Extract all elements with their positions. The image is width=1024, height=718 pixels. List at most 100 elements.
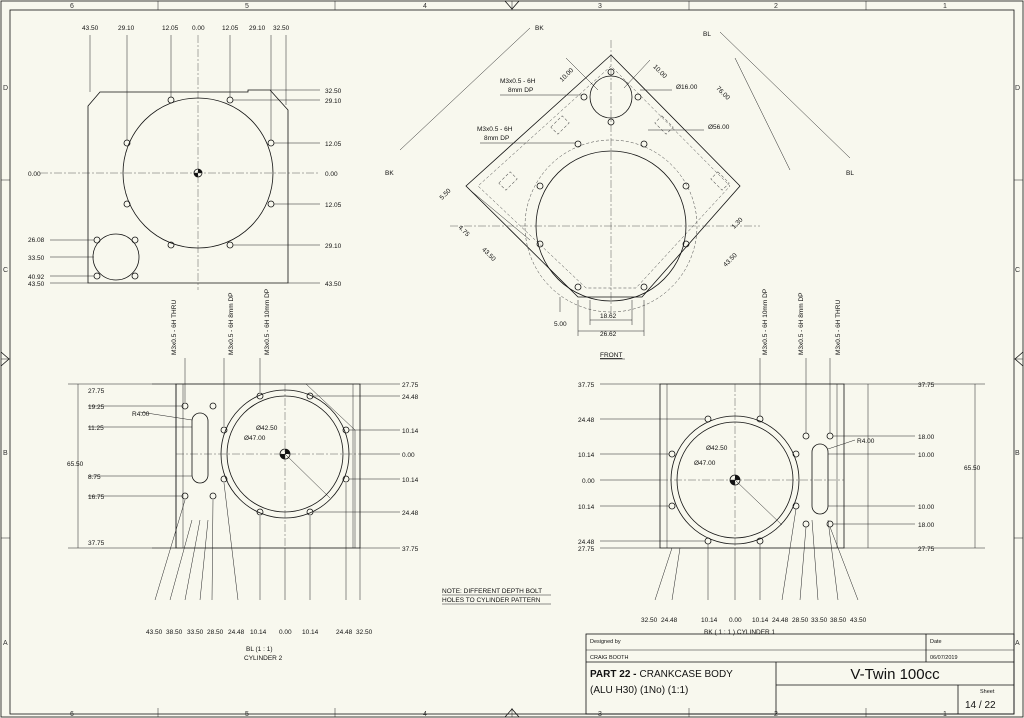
front-dia56: Ø56.00 [708, 124, 730, 131]
cyl1-left-dim-5: 10.14 [578, 504, 595, 511]
cyl1-left-dim-1: 37.75 [578, 382, 595, 389]
front-dim-18-62: 18.62 [600, 313, 617, 320]
cyl1-right-dim-4: 10.00 [918, 504, 935, 511]
tl-left-dim-5: 43.50 [28, 281, 45, 288]
inner-border [9, 9, 1015, 715]
tl-left-dim-1: 0.00 [28, 171, 41, 178]
zone-row-b-right: B [1015, 450, 1020, 457]
designer-name: CRAIG BOOTH [590, 655, 629, 661]
sheet-label: Sheet [980, 689, 995, 695]
front-dim-5: 5.00 [554, 321, 567, 328]
tl-right-dim-5: 12.05 [325, 202, 342, 209]
zone-col-1: 1 [943, 3, 947, 10]
front-bk-top: BK [535, 25, 544, 32]
cyl2-label-1: BL (1 : 1) [246, 646, 273, 653]
tl-left-dim-2: 26.08 [28, 237, 45, 244]
cyl2-bottom-dim-5: 24.48 [228, 629, 245, 636]
cyl2-left-dim-3: 11.25 [88, 425, 104, 432]
cyl1-right-dim-7: 65.50 [964, 465, 981, 472]
zone-row-a-right: A [1015, 640, 1020, 647]
cyl1-label: BK ( 1 : 1 ) CYLINDER 1 [704, 629, 776, 636]
tl-top-dim-4: 0.00 [192, 25, 205, 32]
front-dim-43-50b: 43.50 [722, 252, 739, 269]
cyl2-bottom-dim-10: 32.50 [356, 629, 373, 636]
cyl1-left-dim-4: 0.00 [582, 478, 595, 485]
cyl2-bottom-dim-8: 10.14 [302, 629, 319, 636]
cyl1-bottom-dim-7: 28.50 [792, 617, 809, 624]
cyl1-right-dim-2: 18.00 [918, 434, 935, 441]
cyl2-right-dim-4: 0.00 [402, 452, 415, 459]
zone-col-3-bottom: 3 [598, 711, 602, 718]
title-block: Designed by CRAIG BOOTH Date 06/07/2019 … [585, 633, 1015, 715]
zone-col-2: 2 [774, 3, 778, 10]
zone-row-d: D [3, 85, 8, 92]
sheet-number: 14 / 22 [965, 700, 996, 711]
tl-right-dim-6: 29.10 [325, 243, 342, 250]
front-dim-10a: 10.00 [559, 67, 576, 84]
cyl2-note-thru: M3x0.5 - 6H THRU [171, 300, 178, 355]
cyl1-bottom-dim-6: 24.48 [772, 617, 789, 624]
cyl1-bottom-dim-2: 24.48 [661, 617, 678, 624]
date-value: 06/07/2019 [930, 655, 958, 661]
tl-top-dim-2: 29.10 [118, 25, 135, 32]
cyl1-bottom-dim-9: 38.50 [830, 617, 847, 624]
cyl1-left-dim-7: 27.75 [578, 546, 595, 553]
zone-col-2-bottom: 2 [774, 711, 778, 718]
tl-right-dim-4: 0.00 [325, 171, 338, 178]
zone-col-4-bottom: 4 [423, 711, 427, 718]
zone-col-1-bottom: 1 [943, 711, 947, 718]
front-dim-26-62: 26.62 [600, 331, 617, 338]
tl-top-dim-7: 32.50 [273, 25, 290, 32]
cyl1-dia-47: Ø47.00 [694, 460, 716, 467]
tl-right-dim-7: 43.50 [325, 281, 342, 288]
cyl1-left-dim-6: 24.48 [578, 539, 595, 546]
note-line-1: NOTE: DIFFERENT DEPTH BOLT [442, 588, 542, 595]
front-dim-10b: 10.00 [651, 64, 668, 81]
tl-top-dim-5: 12.05 [222, 25, 239, 32]
cyl2-bottom-dim-6: 10.14 [250, 629, 267, 636]
cyl2-bottom-dim-7: 0.00 [279, 629, 292, 636]
front-tap1-line2: 8mm DP [508, 87, 533, 94]
tl-top-dim-6: 29.10 [249, 25, 266, 32]
zone-col-3: 3 [598, 3, 602, 10]
front-tap2-line2: 8mm DP [484, 135, 509, 142]
cyl1-right-dim-5: 18.00 [918, 522, 935, 529]
cyl1-left-dim-2: 24.48 [578, 417, 595, 424]
cyl2-left-dim-5: 8.75 [88, 474, 101, 481]
part-title: PART 22 -CRANKCASE BODY [590, 669, 733, 680]
cyl1-bottom-dim-3: 10.14 [701, 617, 718, 624]
front-dia16: Ø16.00 [676, 84, 698, 91]
cyl2-bottom-dim-4: 28.50 [207, 629, 224, 636]
cyl1-bottom-dim-8: 33.50 [811, 617, 828, 624]
cylinder-2-view: M3x0.5 - 6H THRU M3x0.5 - 6H 8mm DP M3x0… [67, 289, 419, 662]
cyl1-note-8mm: M3x0.5 - 6H 8mm DP [798, 293, 805, 356]
cyl2-note-8mm: M3x0.5 - 6H 8mm DP [228, 293, 235, 356]
zone-row-a: A [3, 640, 8, 647]
cyl1-note-10mm: M3x0.5 - 6H 10mm DP [762, 289, 769, 355]
cyl1-bottom-dim-1: 32.50 [641, 617, 658, 624]
part-material: (ALU H30) (1No) (1:1) [590, 685, 688, 696]
cyl1-left-dim-3: 10.14 [578, 452, 595, 459]
cyl2-left-dim-4: 65.50 [67, 461, 84, 468]
cyl2-bottom-dim-1: 43.50 [146, 629, 163, 636]
tl-right-dim-2: 29.10 [325, 98, 342, 105]
cyl2-right-dim-3: 10.14 [402, 428, 419, 435]
cyl1-dia-42: Ø42.50 [706, 445, 728, 452]
top-left-view: 43.50 29.10 12.05 0.00 12.05 29.10 32.50… [28, 25, 342, 290]
cyl2-bottom-dim-9: 24.48 [336, 629, 353, 636]
cyl2-radius: R4.00 [132, 411, 150, 418]
cyl2-right-dim-5: 10.14 [402, 477, 419, 484]
front-bl-right: BL [846, 170, 854, 177]
zone-row-c-right: C [1015, 267, 1020, 274]
cyl1-bottom-dim-5: 10.14 [752, 617, 769, 624]
zone-row-b: B [3, 450, 8, 457]
zone-row-d-right: D [1015, 85, 1020, 92]
date-label: Date [930, 639, 942, 645]
cyl1-bottom-dim-10: 43.50 [850, 617, 867, 624]
cyl2-bottom-dim-3: 33.50 [187, 629, 204, 636]
cyl2-right-dim-2: 24.48 [402, 394, 419, 401]
front-label: FRONT [600, 352, 622, 359]
front-dim-5-50: 5.50 [439, 187, 453, 201]
